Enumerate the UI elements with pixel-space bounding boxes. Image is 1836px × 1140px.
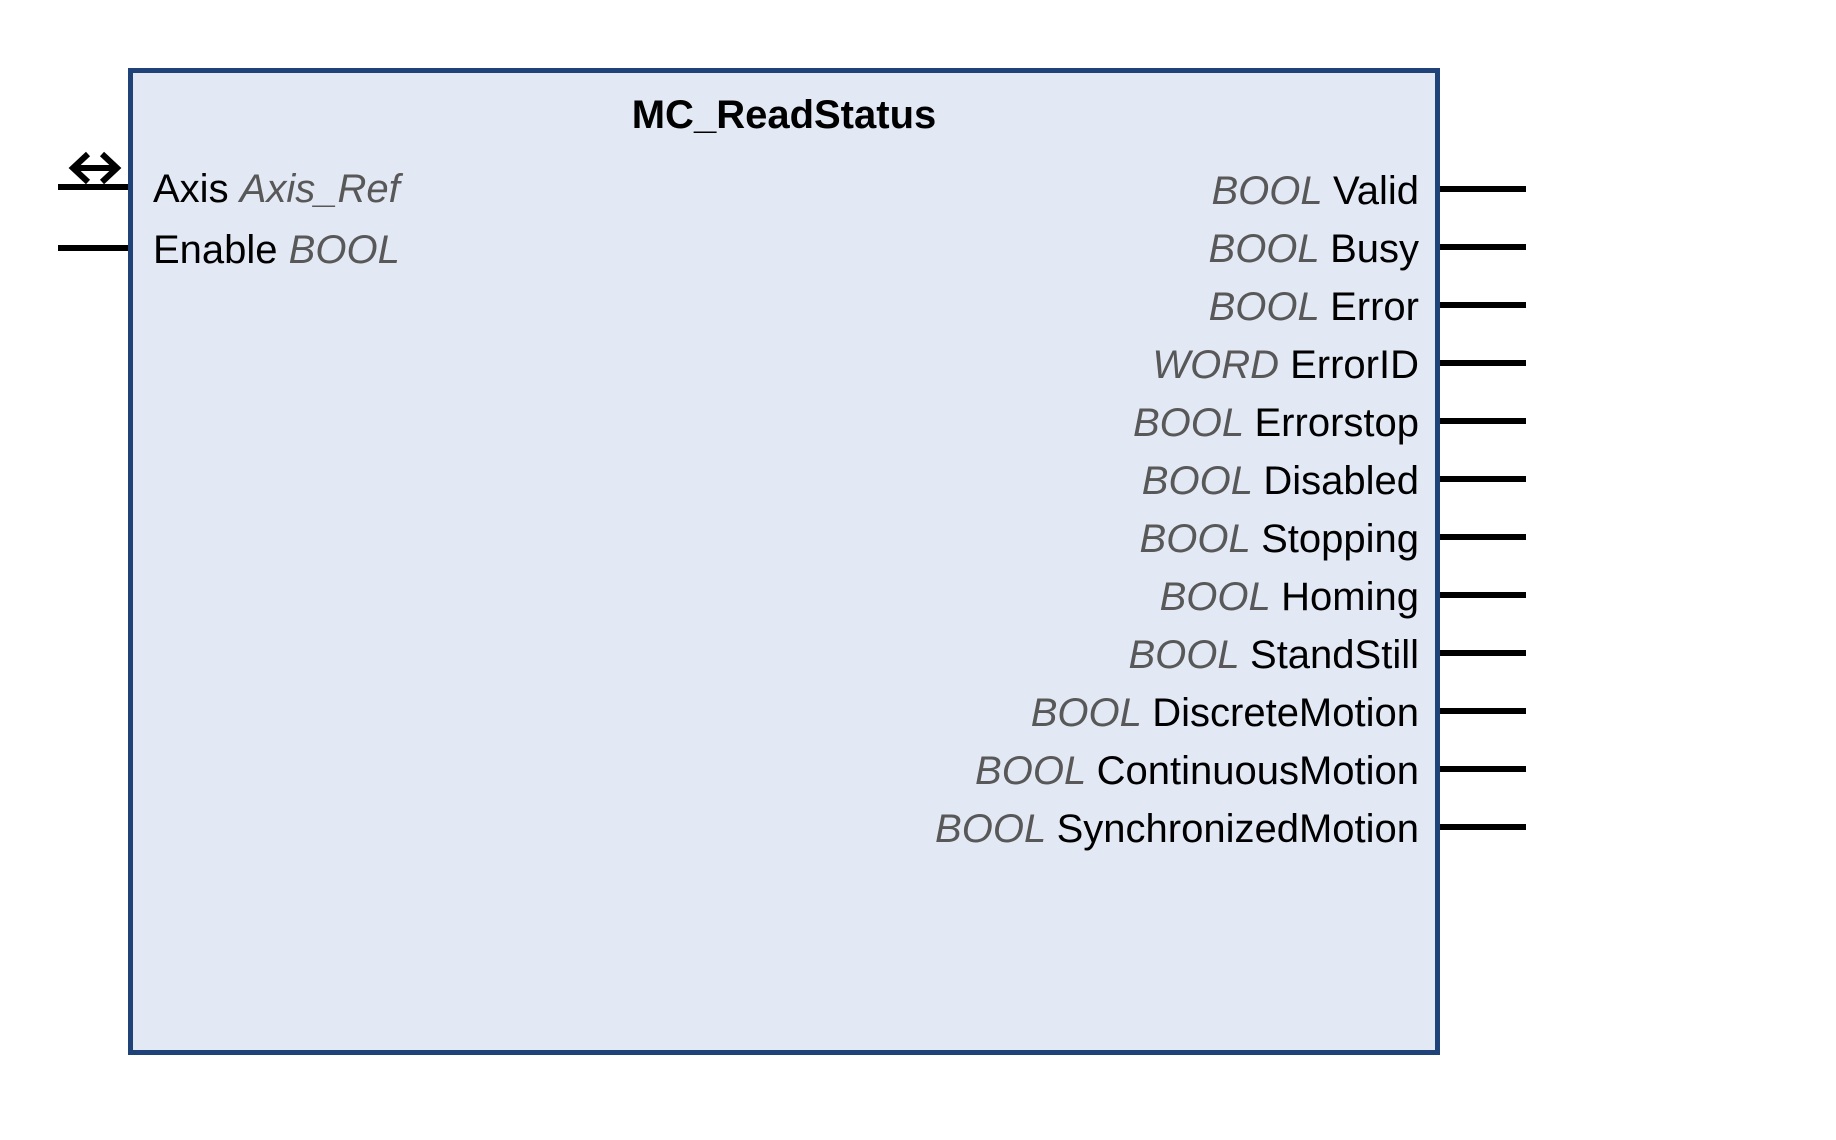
output-connector-busy[interactable] — [1436, 244, 1526, 250]
output-row-continuousmotion[interactable]: BOOL ContinuousMotion — [975, 742, 1419, 800]
output-type-synchronizedmotion: BOOL — [935, 807, 1057, 851]
output-type-errorstop: BOOL — [1132, 401, 1255, 445]
output-name-errorid: ErrorID — [1290, 343, 1419, 387]
inout-bidirectional-arrow-icon — [66, 148, 124, 188]
output-type-homing: BOOL — [1159, 575, 1282, 619]
input-connector-axis[interactable] — [58, 184, 132, 190]
output-connector-homing[interactable] — [1436, 592, 1526, 598]
output-row-disabled[interactable]: BOOL Disabled — [1142, 452, 1419, 510]
input-name-axis: Axis — [153, 167, 240, 211]
input-row-enable[interactable]: Enable BOOL — [153, 221, 400, 279]
output-name-continuousmotion: ContinuousMotion — [1096, 749, 1419, 793]
output-connector-errorid[interactable] — [1436, 360, 1526, 366]
output-name-error: Error — [1330, 285, 1419, 329]
function-block-title: MC_ReadStatus — [631, 93, 937, 137]
output-type-error: BOOL — [1208, 285, 1331, 329]
output-name-homing: Homing — [1281, 575, 1419, 619]
output-type-errorid: WORD — [1152, 343, 1291, 387]
output-row-busy[interactable]: BOOL Busy — [1209, 220, 1419, 278]
output-connector-valid[interactable] — [1436, 186, 1526, 192]
output-row-synchronizedmotion[interactable]: BOOL SynchronizedMotion — [935, 800, 1419, 858]
output-connector-continuousmotion[interactable] — [1436, 766, 1526, 772]
output-type-disabled: BOOL — [1141, 459, 1264, 503]
output-connector-synchronizedmotion[interactable] — [1436, 824, 1526, 830]
output-type-standstill: BOOL — [1128, 633, 1251, 677]
input-name-enable: Enable — [153, 228, 289, 272]
output-name-synchronizedmotion: SynchronizedMotion — [1056, 807, 1419, 851]
input-row-axis[interactable]: Axis Axis_Ref — [153, 160, 400, 218]
output-connector-discretemotion[interactable] — [1436, 708, 1526, 714]
output-name-busy: Busy — [1330, 227, 1419, 271]
output-row-errorstop[interactable]: BOOL Errorstop — [1133, 394, 1419, 452]
output-connector-error[interactable] — [1436, 302, 1526, 308]
output-connector-errorstop[interactable] — [1436, 418, 1526, 424]
function-block-body[interactable]: MC_ReadStatus Axis Axis_Ref Enable BOOL … — [128, 68, 1440, 1055]
output-name-stopping: Stopping — [1261, 517, 1419, 561]
output-name-discretemotion: DiscreteMotion — [1152, 691, 1419, 735]
output-type-discretemotion: BOOL — [1030, 691, 1153, 735]
output-name-valid: Valid — [1333, 169, 1419, 213]
output-row-discretemotion[interactable]: BOOL DiscreteMotion — [1031, 684, 1419, 742]
output-connector-stopping[interactable] — [1436, 534, 1526, 540]
output-row-valid[interactable]: BOOL Valid — [1211, 162, 1419, 220]
output-connector-standstill[interactable] — [1436, 650, 1526, 656]
input-type-axis: Axis_Ref — [239, 167, 400, 211]
output-row-homing[interactable]: BOOL Homing — [1160, 568, 1419, 626]
output-type-busy: BOOL — [1208, 227, 1331, 271]
input-connector-enable[interactable] — [58, 245, 132, 251]
output-row-errorid[interactable]: WORD ErrorID — [1152, 336, 1419, 394]
output-name-standstill: StandStill — [1250, 633, 1419, 677]
output-connector-disabled[interactable] — [1436, 476, 1526, 482]
output-row-stopping[interactable]: BOOL Stopping — [1140, 510, 1419, 568]
output-row-error[interactable]: BOOL Error — [1209, 278, 1419, 336]
output-name-errorstop: Errorstop — [1254, 401, 1420, 445]
output-type-continuousmotion: BOOL — [975, 749, 1097, 793]
output-type-stopping: BOOL — [1139, 517, 1262, 561]
output-name-disabled: Disabled — [1263, 459, 1419, 503]
output-row-standstill[interactable]: BOOL StandStill — [1128, 626, 1419, 684]
input-type-enable: BOOL — [288, 228, 400, 272]
output-type-valid: BOOL — [1211, 169, 1334, 213]
